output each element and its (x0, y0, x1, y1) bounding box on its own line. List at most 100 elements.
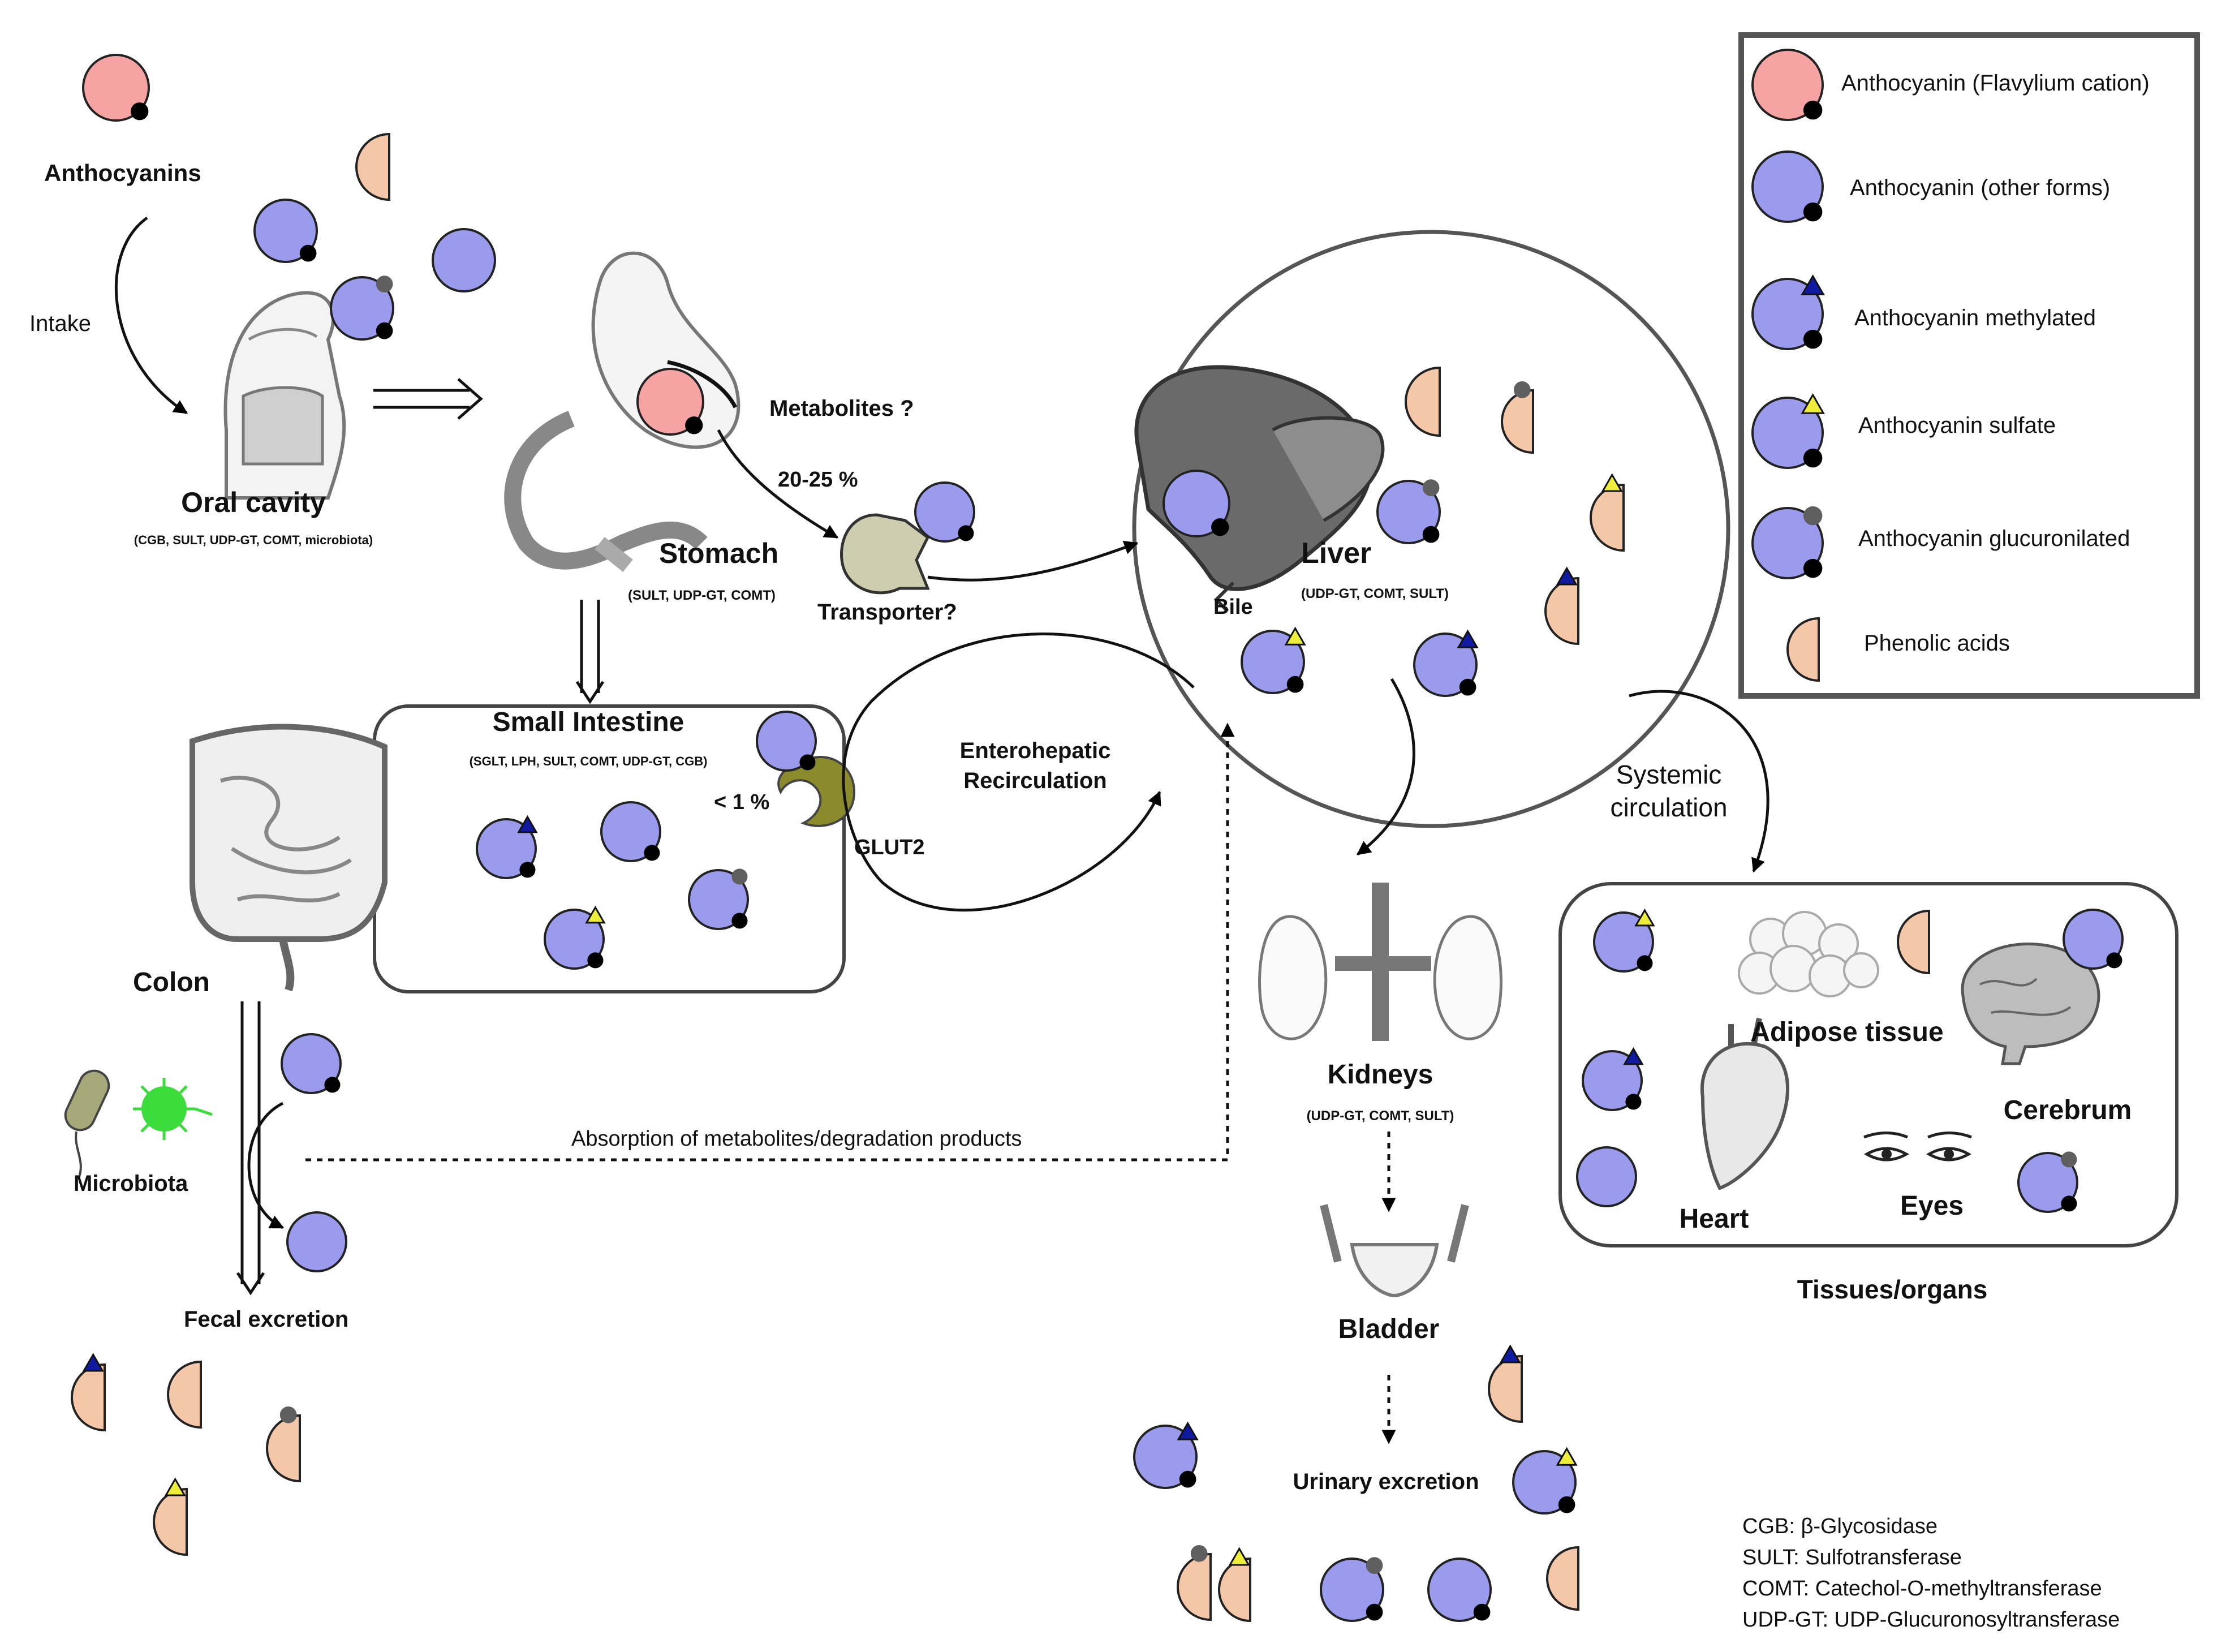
phenolic-acid-icon (1590, 483, 1625, 552)
anthocyanin-icon (2063, 909, 2124, 970)
legend-box (1738, 32, 2200, 699)
attached-dot-icon (2106, 952, 2122, 969)
bladder-label: Bladder (1338, 1314, 1440, 1344)
phenolic-acid-icon (153, 1487, 188, 1556)
tissues-box (1558, 882, 2178, 1247)
kidney-enzymes: (UDP-GT, COMT, SULT) (1307, 1108, 1454, 1124)
glucuronide-dot-icon (1513, 381, 1531, 398)
abbrev-udpgt: UDP-GT: UDP-Glucuronosyltransferase (1742, 1608, 2120, 1632)
transporter-to-liver-arrow (927, 540, 1139, 582)
legend-label-methylated: Anthocyanin methylated (1854, 306, 2096, 330)
phenolic-acid-icon (1501, 389, 1534, 454)
metabolites-question: Metabolites ? (769, 396, 914, 421)
sulfate-triangle-icon (1601, 473, 1623, 492)
intake-label: Intake (29, 311, 91, 336)
anthocyanin-icon (1163, 470, 1230, 537)
phenolic-acid-icon (1218, 1557, 1251, 1623)
kidneys-label: Kidneys (1328, 1060, 1433, 1090)
methyl-triangle-icon (517, 815, 538, 833)
anthocyanin-icon (544, 909, 605, 970)
anthocyanin-icon (286, 1211, 347, 1272)
abbrev-comt: COMT: Catechol-O-methyltransferase (1742, 1577, 2102, 1601)
anthocyanin-flavylium-icon (636, 368, 704, 436)
oral-cavity-illustration (223, 291, 346, 500)
attached-dot-icon (1459, 678, 1476, 696)
glucuronide-dot-icon (279, 1406, 297, 1423)
colon-label: Colon (133, 967, 210, 997)
phenolic-acid-icon (1897, 909, 1930, 975)
adipose-label: Adipose tissue (1750, 1017, 1943, 1047)
attached-dot-icon (1366, 1603, 1383, 1621)
phenolic-acid-icon (1786, 617, 1820, 682)
anthocyanin-icon (1751, 150, 1824, 223)
oral-cavity-label: Oral cavity (181, 487, 326, 518)
percent-20-25: 20-25 % (778, 468, 858, 492)
anthocyanin-icon (253, 199, 318, 263)
glucuronide-dot-icon (1422, 479, 1440, 496)
anthocyanin-icon (330, 276, 394, 341)
methyl-triangle-icon (1801, 274, 1825, 295)
stomach-metabolite-arrow (717, 429, 839, 539)
attached-dot-icon (644, 845, 660, 861)
phenolic-acid-icon (71, 1363, 106, 1432)
transporter-question: Transporter? (817, 600, 957, 625)
attached-dot-icon (519, 862, 536, 878)
attached-dot-icon (1211, 518, 1229, 536)
anthocyanin-icon (1512, 1450, 1577, 1515)
legend-label-glucuronilated: Anthocyanin glucuronilated (1858, 526, 2130, 551)
sulfate-triangle-icon (1228, 1547, 1250, 1566)
glut2-shape (777, 756, 856, 827)
legend-label-other-forms: Anthocyanin (other forms) (1850, 175, 2110, 200)
anthocyanin-icon (1576, 1146, 1637, 1207)
fecal-excretion-label: Fecal excretion (184, 1307, 348, 1332)
bladder-illustration (1320, 1204, 1469, 1298)
attached-dot-icon (1637, 955, 1653, 971)
oral-to-stomach-arrowhead (457, 378, 483, 420)
anthocyanin-icon (688, 869, 749, 930)
sulfate-triangle-icon (585, 905, 606, 924)
anthocyanin-icon (1751, 507, 1824, 579)
methyl-triangle-icon (1457, 629, 1479, 648)
phenolic-acid-icon (1544, 577, 1579, 646)
phenolic-acid-icon (1488, 1354, 1523, 1423)
phenolic-acid-icon (266, 1414, 301, 1483)
stomach-illustration (504, 251, 740, 572)
methyl-triangle-icon (82, 1353, 104, 1372)
arrows (114, 216, 1769, 1444)
heart-illustration (1700, 1017, 1789, 1190)
anthocyanin-icon (600, 801, 661, 862)
stomach-to-si-head (575, 681, 605, 704)
abbrev-sult: SULT: Sulfotransferase (1742, 1546, 1962, 1569)
transporter-shape (840, 513, 930, 595)
attached-dot-icon (731, 913, 748, 929)
systemic-label-2: circulation (1610, 793, 1727, 822)
sulfate-triangle-icon (164, 1477, 186, 1496)
absorption-label: Absorption of metabolites/degradation pr… (571, 1127, 1022, 1151)
heart-label: Heart (1680, 1204, 1749, 1234)
methyl-triangle-icon (1499, 1344, 1521, 1363)
anthocyanin-icon (1413, 633, 1478, 697)
anthocyanin-flavylium-icon (1751, 49, 1824, 121)
abbrev-cgb: CGB: β-Glycosidase (1742, 1515, 1938, 1538)
attached-dot-icon (958, 525, 974, 541)
attached-dot-icon (1286, 676, 1304, 693)
eyes-label: Eyes (1900, 1191, 1964, 1221)
attached-dot-icon (1473, 1603, 1491, 1621)
anthocyanins-label: Anthocyanins (44, 160, 201, 186)
anthocyanin-icon (476, 818, 537, 879)
anthocyanin-icon (914, 481, 975, 543)
bile-label: Bile (1213, 595, 1253, 619)
legend-label-phenolic: Phenolic acids (1864, 631, 2010, 656)
intake-arrow (114, 216, 188, 415)
phenolic-acid-icon (167, 1360, 202, 1429)
microbiota-conversion-arrow (247, 1102, 285, 1229)
methyl-triangle-icon (1177, 1421, 1199, 1440)
molecule-layer (71, 49, 2124, 1623)
less-than-one-percent: < 1 % (714, 790, 769, 814)
legend-label-flavylium: Anthocyanin (Flavylium cation) (1841, 71, 2150, 96)
attached-dot-icon (324, 1077, 341, 1093)
attached-dot-icon (299, 244, 317, 262)
oral-cavity-enzymes: (CGB, SULT, UDP-GT, COMT, microbiota) (134, 533, 373, 547)
microbiota-illustration (64, 1069, 213, 1177)
attached-dot-icon (587, 952, 604, 969)
